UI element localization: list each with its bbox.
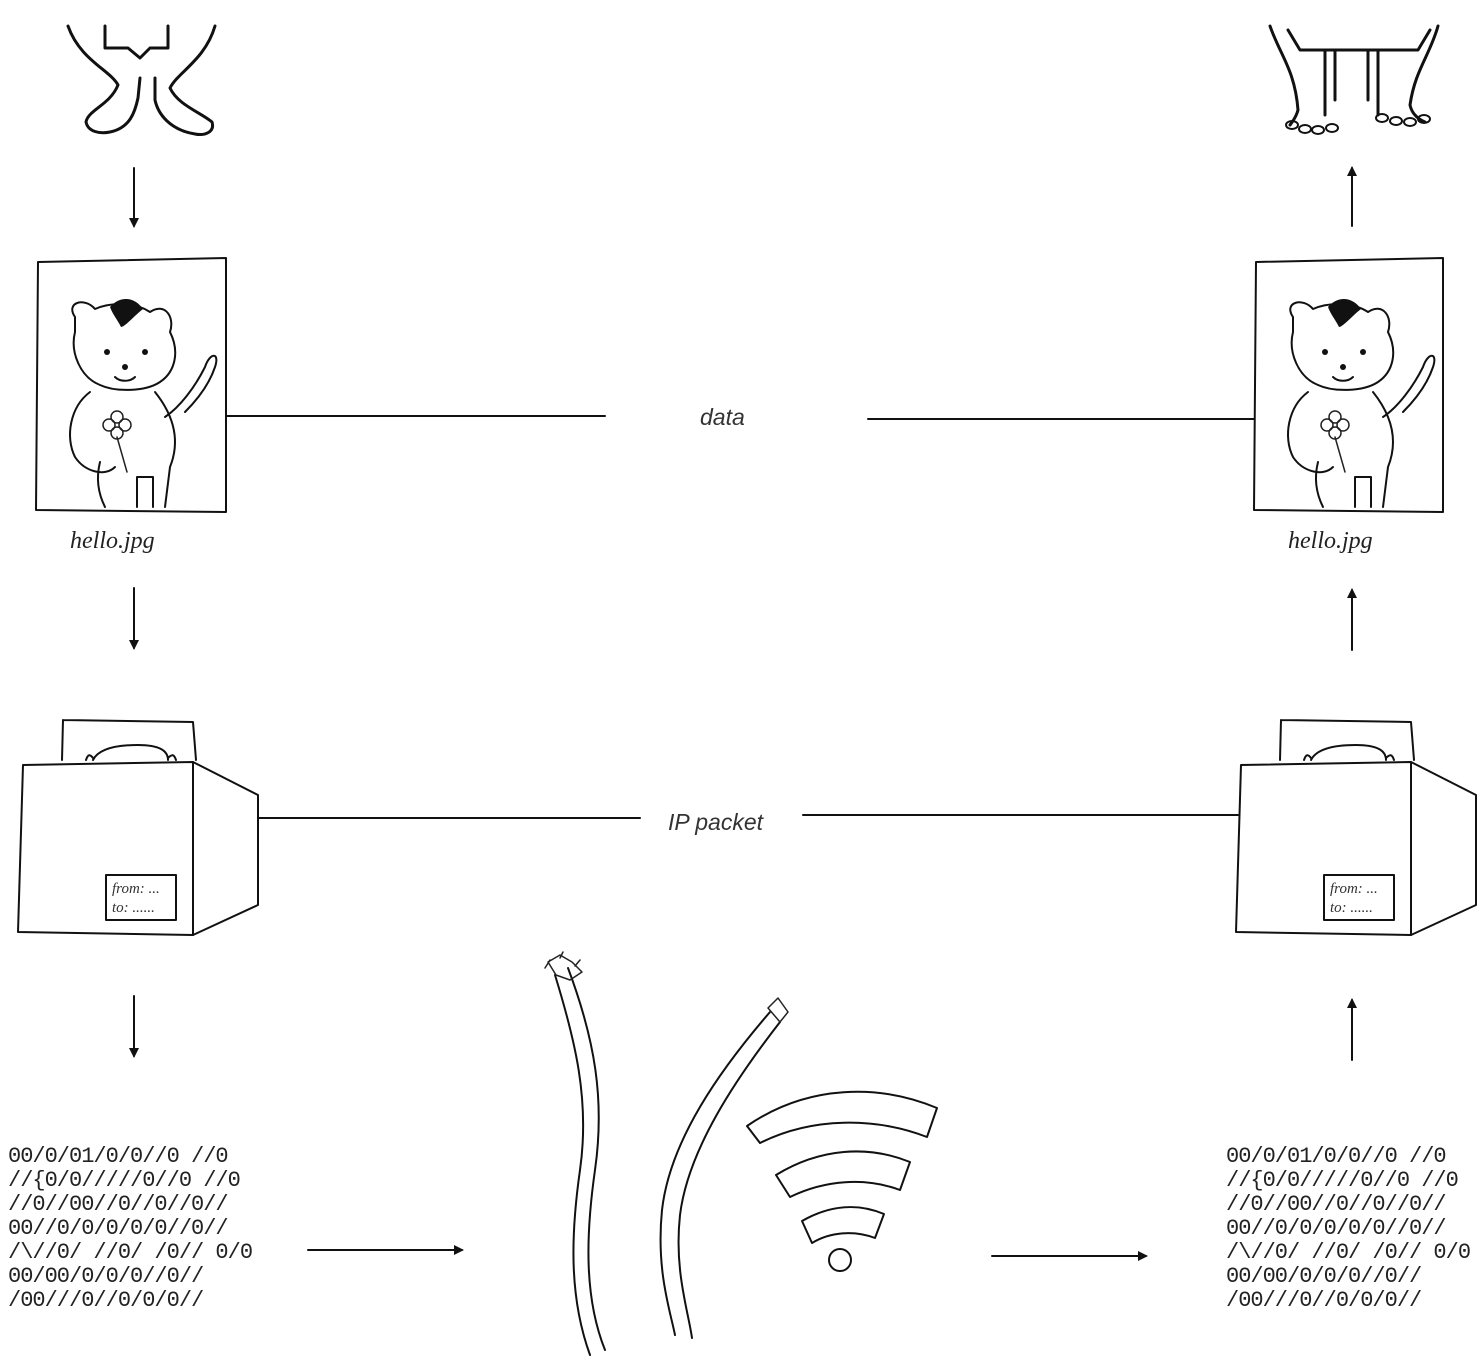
svg-text://0//00//0//0//0//: //0//00//0//0//0// bbox=[1226, 1192, 1446, 1217]
svg-text:00//0/0/0/0/0//0//: 00//0/0/0/0/0//0// bbox=[8, 1216, 228, 1241]
photo-icon bbox=[35, 257, 227, 513]
bear-icon bbox=[1268, 24, 1440, 135]
cable-icon bbox=[659, 997, 789, 1339]
file-name-left: hello.jpg bbox=[70, 528, 155, 554]
wifi-icon bbox=[746, 1090, 938, 1272]
bear-icon bbox=[66, 24, 217, 136]
svg-text://{0/0/////0//0 //0: //{0/0/////0//0 //0 bbox=[8, 1168, 240, 1193]
svg-text://{0/0/////0//0 //0: //{0/0/////0//0 //0 bbox=[1226, 1168, 1458, 1193]
envelope-to: to: ...... bbox=[1330, 900, 1373, 916]
svg-text://0//00//0//0//0//: //0//00//0//0//0// bbox=[8, 1192, 228, 1217]
box-icon: from: ... to: ...... bbox=[17, 719, 259, 936]
box-icon: from: ... to: ...... bbox=[1235, 719, 1477, 936]
file-name-right: hello.jpg bbox=[1288, 528, 1373, 554]
svg-text:/\//0/ //0/ /0// 0/0: /\//0/ //0/ /0// 0/0 bbox=[8, 1240, 252, 1265]
envelope-from: from: ... bbox=[112, 881, 160, 897]
ip-packet-label: IP packet bbox=[668, 809, 765, 835]
cable-icon bbox=[544, 951, 606, 1356]
photo-icon bbox=[1253, 257, 1444, 513]
svg-text:00/0/01/0/0//0 //0: 00/0/01/0/0//0 //0 bbox=[1226, 1144, 1446, 1169]
svg-text:00/00/0/0/0//0//: 00/00/0/0/0//0// bbox=[8, 1264, 203, 1289]
svg-text:00//0/0/0/0/0//0//: 00//0/0/0/0/0//0// bbox=[1226, 1216, 1446, 1241]
svg-text:/00///0//0/0/0//: /00///0//0/0/0// bbox=[1226, 1288, 1421, 1313]
binary-block-right: 00/0/01/0/0//0 //0 //{0/0/////0//0 //0 /… bbox=[1226, 1144, 1471, 1313]
svg-text:/\//0/ //0/ /0// 0/0: /\//0/ //0/ /0// 0/0 bbox=[1226, 1240, 1470, 1265]
envelope-to: to: ...... bbox=[112, 900, 155, 916]
svg-text:00/0/01/0/0//0 //0: 00/0/01/0/0//0 //0 bbox=[8, 1144, 228, 1169]
svg-text:00/00/0/0/0//0//: 00/00/0/0/0//0// bbox=[1226, 1264, 1421, 1289]
envelope-from: from: ... bbox=[1330, 881, 1378, 897]
svg-text:/00///0//0/0/0//: /00///0//0/0/0// bbox=[8, 1288, 203, 1313]
binary-block-left: 00/0/01/0/0//0 //0 //{0/0/////0//0 //0 /… bbox=[8, 1144, 253, 1313]
data-label: data bbox=[700, 404, 745, 430]
